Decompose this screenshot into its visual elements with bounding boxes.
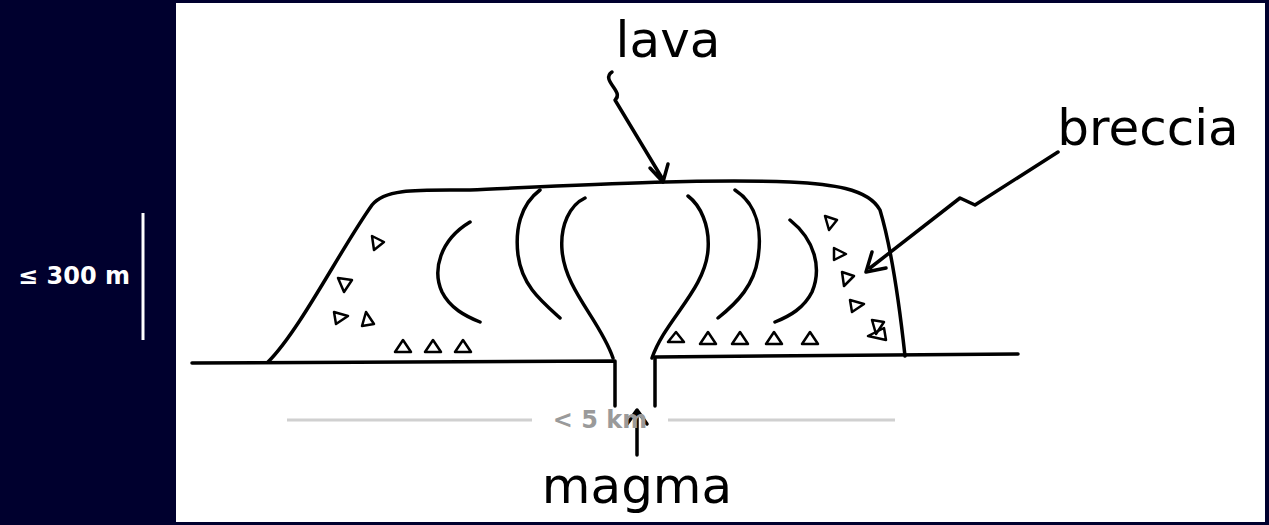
part-label: magma xyxy=(542,459,732,514)
flow-line xyxy=(438,222,480,322)
flow-line xyxy=(517,190,560,318)
flow-line xyxy=(652,196,708,358)
drawing-panel xyxy=(176,3,1265,522)
flow-line xyxy=(775,220,816,322)
scale-bar xyxy=(142,213,145,340)
ground-line xyxy=(192,354,1018,406)
leader-arrow xyxy=(866,152,1058,272)
flow-line xyxy=(718,190,759,318)
breccia-clasts xyxy=(334,216,886,352)
dome-outline xyxy=(268,181,905,362)
part-label: breccia xyxy=(1057,101,1238,156)
dimension-label: ≤ 300 m xyxy=(18,263,130,289)
part-label: lava xyxy=(616,13,721,68)
leader-arrow xyxy=(609,72,668,182)
flow-line xyxy=(562,198,613,358)
dimension-label: < 5 km xyxy=(553,407,648,433)
